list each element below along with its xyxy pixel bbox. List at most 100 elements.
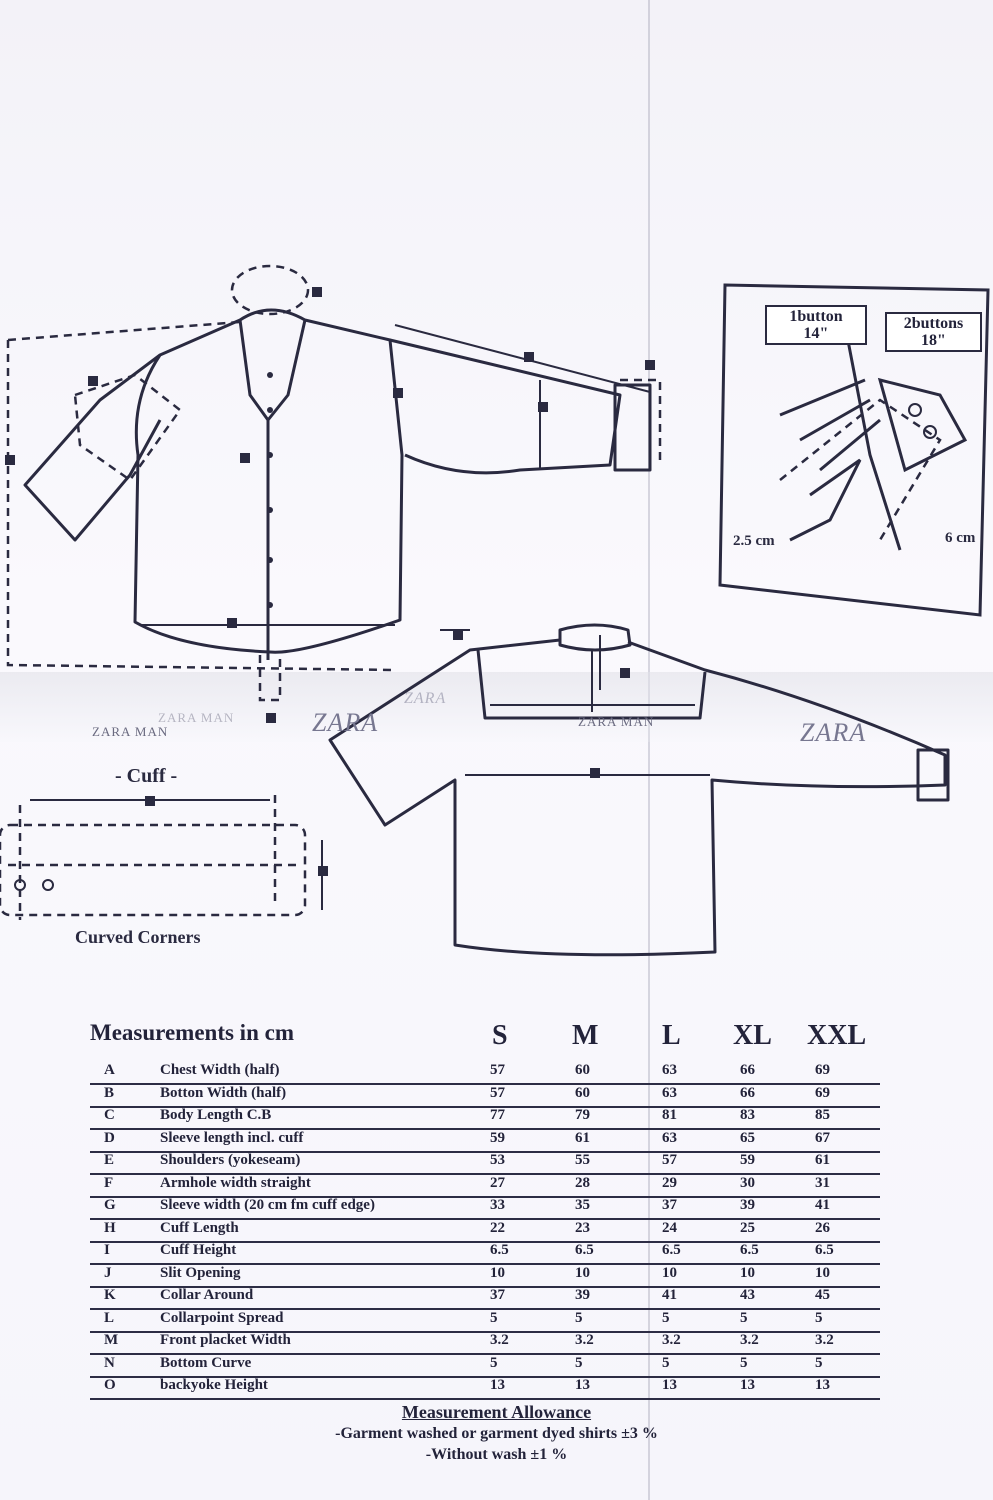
row-value: 57 <box>490 1062 505 1078</box>
row-value: 3.2 <box>575 1332 594 1348</box>
row-value: 13 <box>740 1377 755 1393</box>
row-value: 5 <box>815 1309 823 1326</box>
row-value: 37 <box>490 1287 505 1303</box>
row-value: 83 <box>740 1107 755 1123</box>
row-value: 60 <box>575 1084 590 1101</box>
shirt-front-right-sleeve <box>389 338 622 475</box>
row-value: 59 <box>740 1152 755 1168</box>
row-value: 5 <box>575 1354 583 1371</box>
row-value: 63 <box>662 1062 677 1078</box>
shirt-front-collar <box>238 319 307 422</box>
row-value: 53 <box>490 1152 505 1168</box>
row-value: 5 <box>740 1309 748 1326</box>
row-description: Shoulders (yokeseam) <box>160 1152 301 1168</box>
row-value: 37 <box>662 1197 677 1213</box>
row-code: G <box>104 1197 116 1213</box>
row-value: 10 <box>575 1264 590 1281</box>
row-value: 67 <box>815 1129 830 1146</box>
row-value: 81 <box>662 1107 677 1123</box>
row-description: Collarpoint Spread <box>160 1309 284 1326</box>
brand-logo-3: ZARA <box>404 690 447 707</box>
row-value: 5 <box>490 1309 498 1326</box>
row-value: 10 <box>490 1264 505 1281</box>
row-value: 3.2 <box>662 1332 681 1348</box>
shirt-front-body <box>133 308 404 654</box>
row-value: 5 <box>815 1354 823 1371</box>
brand-logo-2: ZARA <box>800 718 867 747</box>
row-code: K <box>104 1287 116 1303</box>
brand-label-1: ZARA MAN <box>92 724 169 739</box>
button-detail-box <box>718 283 990 617</box>
row-value: 6.5 <box>575 1242 594 1258</box>
row-code: E <box>104 1152 115 1168</box>
row-value: 66 <box>740 1062 755 1078</box>
row-value: 33 <box>490 1197 505 1213</box>
size-header-m: M <box>572 1020 599 1051</box>
row-value: 31 <box>815 1174 830 1191</box>
row-value: 6.5 <box>490 1242 509 1258</box>
right-measure-label: 6 cm <box>945 530 976 546</box>
row-value: 5 <box>740 1354 748 1371</box>
row-value: 10 <box>815 1264 830 1281</box>
shirt-back-cuff <box>916 748 950 802</box>
shirt-back-collar <box>558 623 632 652</box>
row-value: 10 <box>740 1264 755 1281</box>
row-value: 69 <box>815 1062 830 1078</box>
row-description: Slit Opening <box>160 1264 241 1281</box>
row-code: H <box>104 1219 116 1236</box>
row-value: 79 <box>575 1107 590 1123</box>
size-header-l: L <box>662 1020 681 1051</box>
row-value: 39 <box>575 1287 590 1303</box>
row-description: Sleeve width (20 cm fm cuff edge) <box>160 1197 375 1213</box>
row-description: Body Length C.B <box>160 1107 272 1123</box>
row-value: 13 <box>575 1377 590 1393</box>
row-value: 63 <box>662 1129 677 1146</box>
cuff-dashed-outline <box>0 823 307 917</box>
table-heading: Measurements in cm <box>90 1020 294 1045</box>
row-description: Chest Width (half) <box>160 1062 280 1078</box>
row-code: N <box>104 1354 115 1371</box>
row-code: F <box>104 1174 114 1191</box>
row-description: Botton Width (half) <box>160 1084 287 1101</box>
row-value: 6.5 <box>815 1242 834 1258</box>
collar-measure-outline <box>230 264 310 316</box>
row-value: 35 <box>575 1197 590 1213</box>
row-value: 3.2 <box>490 1332 509 1348</box>
one-button-label: 1button 14" <box>765 305 867 345</box>
row-code: L <box>104 1309 115 1326</box>
row-description: backyoke Height <box>160 1377 268 1393</box>
row-value: 57 <box>490 1084 505 1101</box>
row-value: 25 <box>740 1219 755 1236</box>
row-value: 3.2 <box>815 1332 834 1348</box>
row-value: 65 <box>740 1129 755 1146</box>
row-value: 61 <box>575 1129 590 1146</box>
row-value: 13 <box>490 1377 505 1393</box>
row-value: 41 <box>662 1287 677 1303</box>
row-value: 28 <box>575 1174 590 1191</box>
row-value: 43 <box>740 1287 755 1303</box>
row-value: 24 <box>662 1219 677 1236</box>
shirt-front-left-sleeve <box>23 353 162 542</box>
left-measure-label: 2.5 cm <box>733 533 775 549</box>
row-code: I <box>104 1242 110 1258</box>
row-value: 10 <box>662 1264 677 1281</box>
allowance-title: Measurement Allowance <box>401 1402 592 1422</box>
row-value: 69 <box>815 1084 830 1101</box>
row-description: Collar Around <box>160 1287 254 1303</box>
row-value: 85 <box>815 1107 830 1123</box>
row-value: 6.5 <box>740 1242 759 1258</box>
row-value: 22 <box>490 1219 505 1236</box>
row-value: 59 <box>490 1129 505 1146</box>
row-value: 60 <box>575 1062 590 1078</box>
allowance-line-1: -Garment washed or garment dyed shirts ±… <box>335 1425 658 1442</box>
size-header-s: S <box>492 1020 508 1051</box>
row-code: M <box>104 1332 119 1348</box>
